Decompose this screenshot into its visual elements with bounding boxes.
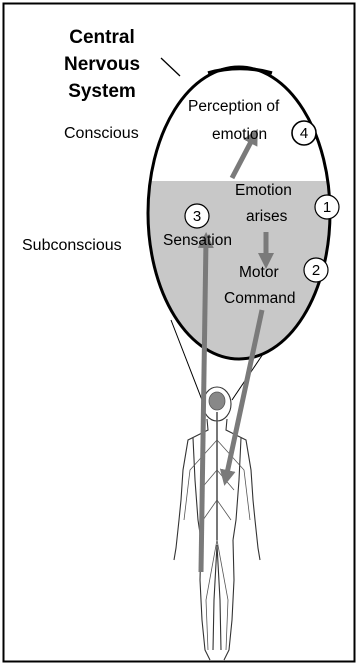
step-2-label-line-2: Command (224, 290, 296, 307)
title-line-1: Central (69, 27, 134, 48)
step-1-number: 1 (323, 199, 331, 216)
nervous-system-lines (184, 392, 250, 650)
title-line-2: Nervous (64, 54, 140, 75)
step-4-label-line-2: emotion (212, 126, 267, 143)
step-1-label-line-2: arises (246, 208, 288, 225)
step-3-label: Sensation (163, 232, 232, 249)
figure-right-leg (224, 540, 234, 660)
leg-nerves (206, 540, 228, 650)
title-line-3: System (68, 81, 136, 102)
figure-right-torso (233, 438, 241, 540)
conscious-label: Conscious (64, 125, 139, 142)
step-4-label-line-1: Perception of (188, 98, 280, 115)
figure-right-arm (226, 419, 260, 560)
step-1-label-line-1: Emotion (235, 182, 292, 199)
subconscious-label: Subconscious (22, 237, 122, 254)
figure-inner-legs (213, 545, 221, 650)
step-2-label-line-1: Motor (239, 264, 279, 281)
title-pointer-line (161, 58, 180, 76)
step-2-number: 2 (312, 262, 320, 279)
figure-brain (209, 392, 225, 410)
step-3-number: 3 (193, 208, 201, 225)
step-4-number: 4 (300, 125, 308, 142)
